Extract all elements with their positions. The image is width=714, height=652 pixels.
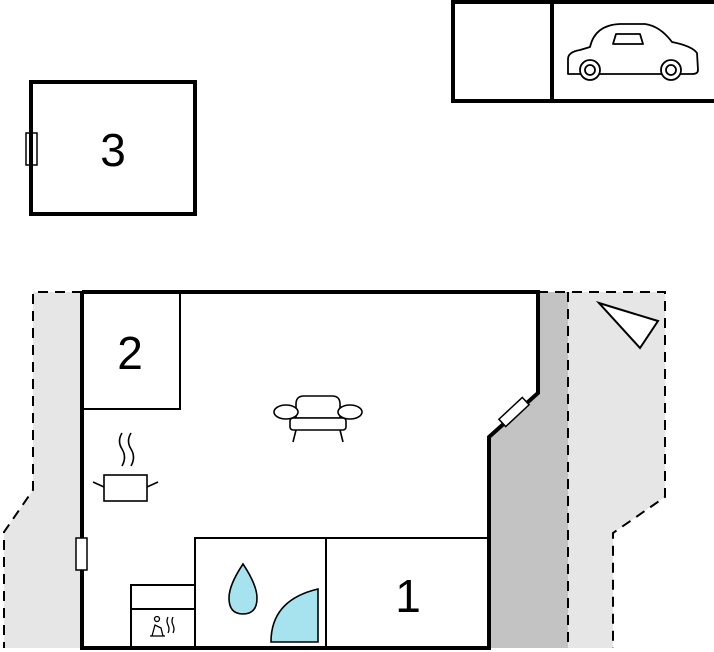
door-right-icon bbox=[497, 396, 531, 428]
room-1-label: 1 bbox=[395, 570, 421, 622]
sauna-icon bbox=[150, 615, 175, 637]
terrace-right-outline bbox=[538, 291, 666, 648]
cooking-pot-icon bbox=[92, 432, 159, 502]
terrace-right-covered bbox=[489, 292, 568, 648]
room-2-label: 2 bbox=[117, 327, 143, 379]
room-2-walls bbox=[84, 294, 181, 410]
water-drop-icon bbox=[228, 562, 258, 615]
terrace-right bbox=[568, 292, 665, 648]
room-3-building bbox=[29, 80, 197, 216]
main-house-walls bbox=[80, 290, 540, 650]
door-left-icon bbox=[75, 537, 88, 571]
terrace-left-outline bbox=[3, 291, 82, 648]
sofa-icon bbox=[273, 395, 363, 443]
shower-icon bbox=[270, 587, 319, 643]
car-icon bbox=[567, 23, 699, 81]
room-3-label: 3 bbox=[100, 124, 126, 176]
north-arrow-icon bbox=[595, 300, 660, 350]
garage-building bbox=[451, 0, 714, 103]
terrace-left bbox=[4, 292, 82, 648]
